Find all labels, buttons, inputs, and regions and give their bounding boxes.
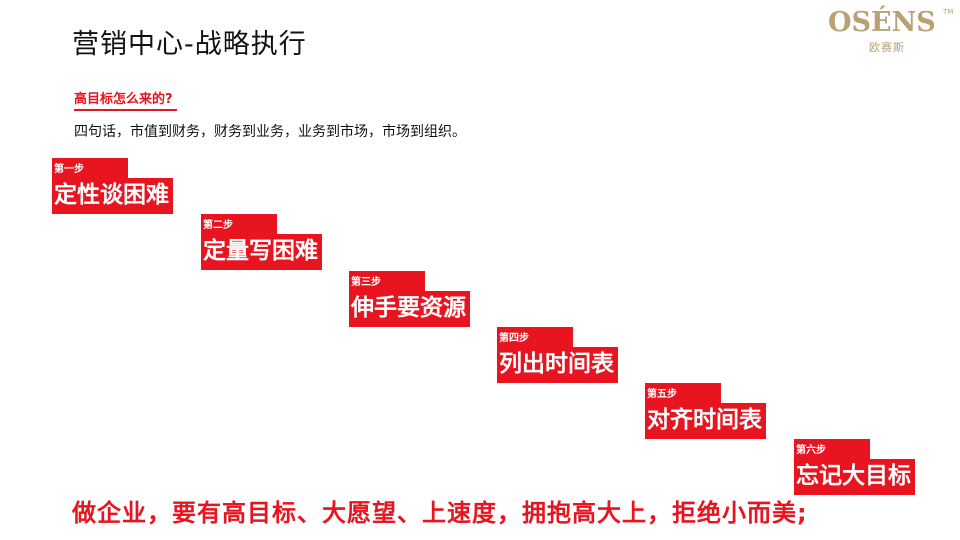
step-label: 第二步 (201, 214, 277, 236)
slogan-text: 做企业，要有高目标、大愿望、上速度，拥抱高大上，拒绝小而美; (72, 499, 808, 527)
step-text: 对齐时间表 (645, 403, 766, 439)
summary-text: 四句话，市值到财务，财务到业务，业务到市场，市场到组织。 (74, 124, 466, 140)
step-label: 第一步 (52, 158, 128, 180)
logo-wordmark: OSÉNS (828, 7, 936, 38)
step-label: 第四步 (497, 327, 573, 349)
page-title: 营销中心-战略执行 (72, 29, 307, 60)
step-label: 第三步 (349, 271, 425, 293)
step-label: 第五步 (645, 383, 721, 405)
logo-chinese-name: 欧赛斯 (869, 41, 905, 54)
question-heading: 高目标怎么来的? (74, 91, 177, 111)
step-label: 第六步 (794, 439, 870, 461)
step-text: 定量写困难 (201, 234, 322, 270)
step-text: 忘记大目标 (794, 459, 915, 495)
step-text: 列出时间表 (497, 347, 618, 383)
brand-logo: OSÉNS TM 欧赛斯 (828, 6, 953, 54)
step-text: 定性谈困难 (52, 178, 173, 214)
logo-trademark: TM (943, 8, 954, 16)
step-text: 伸手要资源 (349, 291, 470, 327)
